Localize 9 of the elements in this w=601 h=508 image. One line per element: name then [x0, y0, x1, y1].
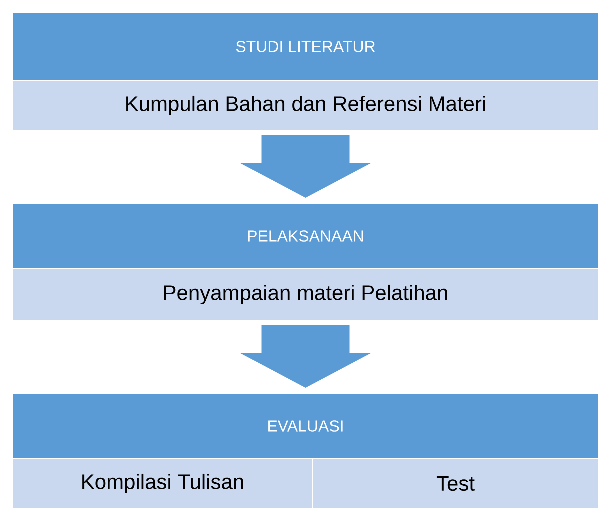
header-bar: EVALUASI: [12, 393, 600, 460]
header-bar: PELAKSANAAN: [12, 203, 600, 270]
content-box: Kompilasi Tulisan: [12, 458, 314, 508]
content-box: Penyampaian materi Pelatihan: [12, 268, 600, 322]
block-arrow: [240, 136, 372, 198]
block-arrow: [240, 326, 372, 388]
content-box: Test: [312, 458, 600, 508]
content-box: Kumpulan Bahan dan Referensi Materi: [12, 80, 600, 132]
header-bar: STUDI LITERATUR: [12, 12, 600, 82]
